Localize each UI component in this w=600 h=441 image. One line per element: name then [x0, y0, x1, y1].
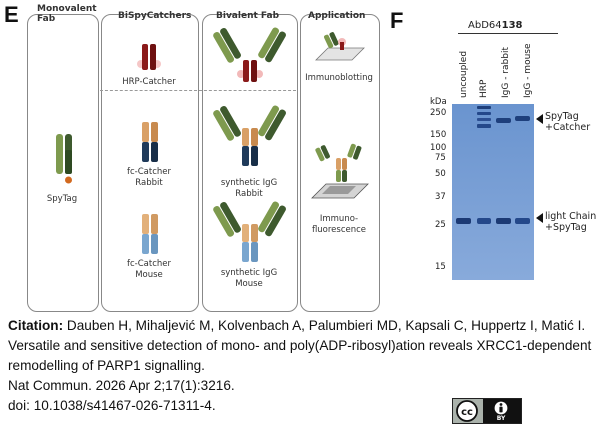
label-synthetic-igg-rabbit: synthetic IgG Rabbit	[220, 178, 278, 199]
label-fc-catcher-rabbit: fc-Catcher Rabbit	[127, 167, 171, 188]
label-fc-catcher-mouse: fc-Catcher Mouse	[127, 259, 171, 280]
citation-label: Citation:	[8, 318, 64, 333]
sds-page-gel	[452, 104, 534, 280]
column-monovalent-fab	[27, 14, 99, 312]
citation-block: Citation: Dauben H, Mihaljević M, Kolven…	[8, 316, 596, 416]
fc-catcher-rabbit-icon	[142, 122, 158, 162]
panel-f-letter: F	[390, 8, 404, 33]
column-title-application: Application	[308, 11, 366, 21]
lane-label-igg-mouse: IgG - mouse	[523, 43, 533, 98]
label-hrp-catcher: HRP-Catcher	[122, 77, 176, 87]
citation-doi: doi: 10.1038/s41467-026-71311-4.	[8, 398, 216, 413]
lane-label-uncoupled: uncoupled	[459, 50, 469, 98]
annotation-light-chain-spytag: light Chain +SpyTag	[545, 211, 597, 233]
citation-authors: Dauben H, Mihaljević M, Kolvenbach A, Pa…	[66, 318, 586, 333]
bivalent-fab-hrp-icon	[213, 27, 286, 82]
marker-75: 75	[435, 153, 446, 163]
label-spytag: SpyTag	[46, 194, 78, 204]
marker-100: 100	[430, 143, 447, 153]
marker-25: 25	[435, 220, 446, 230]
panel-e-letter: E	[4, 2, 19, 27]
lane-label-igg-rabbit: IgG - rabbit	[501, 47, 511, 98]
citation-journal: Nat Commun. 2026 Apr 2;17(1):3216.	[8, 378, 235, 393]
cc-by-label: BY	[496, 415, 506, 422]
synthetic-igg-mouse-icon	[213, 201, 286, 262]
marker-50: 50	[435, 169, 446, 179]
marker-37: 37	[435, 192, 446, 202]
antibody-name: AbD64138	[468, 20, 523, 31]
divider-dashed	[100, 90, 296, 91]
label-immunoblotting: Immunoblotting	[305, 73, 373, 83]
spytag-fab-icon	[56, 134, 72, 184]
column-title-bispycatchers: BiSpyCatchers	[118, 11, 192, 21]
antibody-suffix: 138	[501, 20, 523, 31]
cc-by-license-badge: cc BY	[452, 398, 522, 424]
fc-catcher-mouse-icon	[142, 214, 158, 254]
column-application	[300, 14, 380, 312]
annotation-arrow-upper	[536, 114, 543, 124]
label-synthetic-igg-mouse: synthetic IgG Mouse	[220, 268, 278, 289]
immunoblot-membrane-icon	[315, 32, 365, 61]
column-bispycatchers	[101, 14, 199, 312]
immunofluorescence-slide-icon	[311, 143, 369, 199]
synthetic-igg-rabbit-icon	[213, 105, 286, 166]
lane-label-hrp: HRP	[479, 79, 489, 98]
marker-150: 150	[430, 130, 447, 140]
annotation-arrow-lower	[536, 213, 543, 223]
cc-logo-icon: cc	[456, 400, 478, 422]
citation-title: Versatile and sensitive detection of mon…	[8, 338, 592, 373]
cc-logo-text: cc	[461, 407, 473, 418]
antibody-prefix: AbD64	[468, 20, 502, 31]
column-bivalent-fab	[202, 14, 298, 312]
attribution-person-icon	[493, 400, 509, 416]
annotation-spytag-catcher: SpyTag +Catcher	[545, 111, 591, 133]
column-title-monovalent: Monovalent Fab	[37, 4, 97, 24]
label-immunofluorescence: Immuno- fluorescence	[311, 214, 367, 235]
marker-unit-label: kDa	[430, 97, 447, 107]
column-title-bivalent: Bivalent Fab	[216, 11, 280, 21]
antibody-bracket	[458, 33, 558, 34]
citation-authors-line: Citation: Dauben H, Mihaljević M, Kolven…	[8, 316, 596, 336]
marker-250: 250	[430, 108, 447, 118]
marker-15: 15	[435, 262, 446, 272]
hrp-catcher-icon	[137, 44, 161, 70]
